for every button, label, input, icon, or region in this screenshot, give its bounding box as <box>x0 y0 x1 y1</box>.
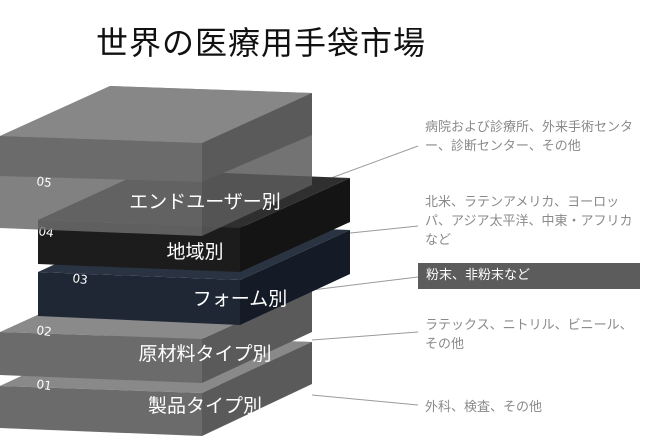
layer-05: 05 エンドユーザー別 <box>0 86 312 236</box>
connector-line-01 <box>311 394 419 406</box>
layer-01-description: 外科、検査、その他 <box>425 400 543 415</box>
layer-05-label: エンドユーザー別 <box>129 191 281 213</box>
connector-line-03 <box>311 276 419 291</box>
layer-04-label: 地域別 <box>166 241 223 263</box>
connector-line-02 <box>311 331 419 341</box>
layer-05-description: 病院および診療所、外来手術センター、診断センター、その他 <box>425 120 634 154</box>
layer-02-description: ラテックス、ニトリル、ビニール、その他 <box>425 318 633 352</box>
layer-05-number: 05 <box>36 174 53 190</box>
layer-03-number: 03 <box>72 271 89 287</box>
layer-03-label: フォーム別 <box>193 288 287 310</box>
layer-03-description: 粉末、非粉末など <box>418 263 640 289</box>
layer-01-number: 01 <box>36 377 53 393</box>
page-title: 世界の医療用手袋市場 <box>96 24 427 62</box>
layer-02-label: 原材料タイプ別 <box>138 343 271 365</box>
layer-02-number: 02 <box>36 323 53 339</box>
layer-04-description: 北米、ラテンアメリカ、ヨーロッパ、アジア太平洋、中東・アフリカなど <box>425 195 633 248</box>
layer-01-label: 製品タイプ別 <box>148 395 262 417</box>
